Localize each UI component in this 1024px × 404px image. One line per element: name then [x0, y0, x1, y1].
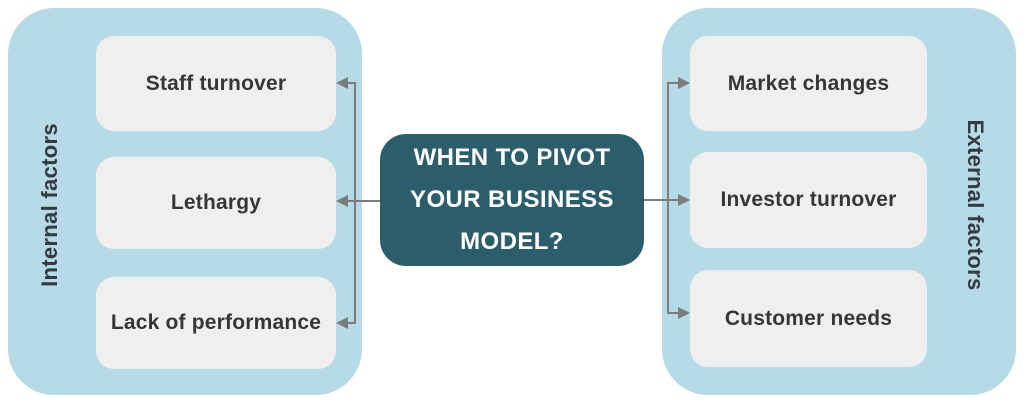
- right-connector-vline: [667, 82, 669, 314]
- factor-box-staff-turnover: Staff turnover: [96, 36, 336, 131]
- factor-box-market-changes: Market changes: [690, 36, 927, 131]
- center-question-box: WHEN TO PIVOT YOUR BUSINESS MODEL?: [380, 134, 644, 266]
- left-connector-top-line: [348, 82, 356, 84]
- external-factors-label: External factors: [963, 119, 988, 291]
- arrowhead-left-mid-icon: [336, 195, 348, 207]
- left-connector-bottom-line: [348, 322, 356, 324]
- arrowhead-right-mid-icon: [678, 194, 690, 206]
- center-question-text: WHEN TO PIVOT YOUR BUSINESS MODEL?: [410, 144, 614, 255]
- arrowhead-left-bottom-icon: [336, 317, 348, 329]
- factor-box-lethargy: Lethargy: [96, 157, 336, 249]
- internal-factors-label: Internal factors: [37, 123, 62, 287]
- arrowhead-left-top-icon: [336, 77, 348, 89]
- factor-box-investor-turnover: Investor turnover: [690, 152, 927, 248]
- right-connector-mid-line: [644, 199, 678, 201]
- right-connector-top-line: [668, 82, 678, 84]
- arrowhead-right-top-icon: [678, 77, 690, 89]
- left-connector-vline: [354, 82, 356, 324]
- left-connector-mid-line: [348, 200, 380, 202]
- factor-box-lack-of-performance: Lack of performance: [96, 277, 336, 369]
- factor-box-customer-needs: Customer needs: [690, 270, 927, 367]
- right-connector-bottom-line: [668, 312, 678, 314]
- arrowhead-right-bottom-icon: [678, 307, 690, 319]
